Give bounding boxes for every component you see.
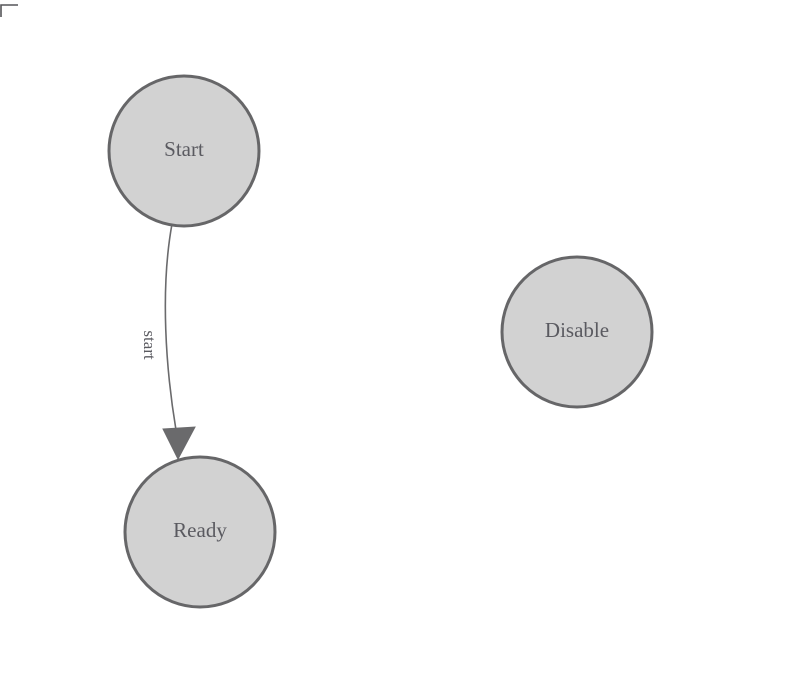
node-ready[interactable]: Ready bbox=[123, 455, 277, 609]
node-disable[interactable]: Disable bbox=[500, 255, 654, 409]
node-disable-label: Disable bbox=[545, 318, 609, 342]
node-start-label: Start bbox=[164, 137, 204, 161]
node-ready-circle[interactable] bbox=[123, 455, 277, 609]
edge-label-start: start bbox=[140, 330, 159, 360]
node-disable-circle[interactable] bbox=[500, 255, 654, 409]
node-ready-label: Ready bbox=[173, 518, 227, 542]
edge-path-start-to-ready bbox=[164, 223, 177, 431]
arrowhead-icon bbox=[162, 426, 196, 461]
node-start-circle[interactable] bbox=[107, 74, 261, 228]
node-start[interactable]: Start bbox=[107, 74, 261, 228]
canvas-corner-mark-icon bbox=[0, 4, 18, 17]
edge-start-to-ready[interactable]: start bbox=[140, 223, 196, 461]
